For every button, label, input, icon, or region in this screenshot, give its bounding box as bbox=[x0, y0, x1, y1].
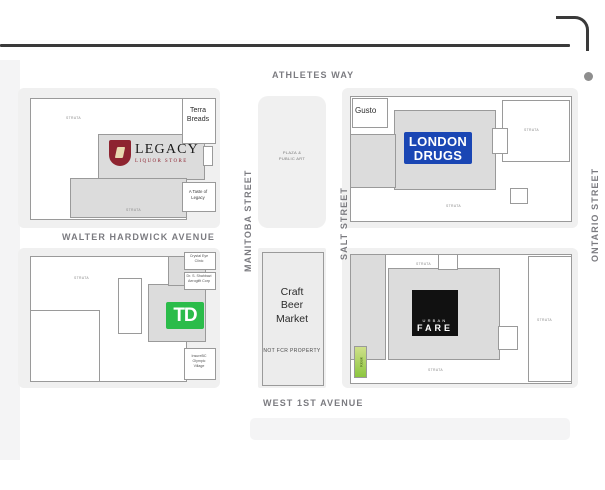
building-ne-service-notch bbox=[492, 128, 508, 154]
top-border-rule bbox=[0, 44, 570, 47]
legacy-subtitle: LIQUOR STORE bbox=[135, 158, 188, 164]
block-plaza[interactable]: PLAZA & PUBLIC ART bbox=[258, 96, 326, 228]
building-craft-beer-market bbox=[262, 252, 324, 386]
block-northeast[interactable]: STRATA STRATA Gusto LONDON DRUGS bbox=[342, 88, 578, 228]
legacy-wordmark: LEGACY bbox=[135, 141, 199, 157]
tenant-a-taste-of-legacy[interactable]: A Taste of Legacy bbox=[188, 189, 208, 200]
tenant-gusto[interactable]: Gusto bbox=[355, 106, 377, 115]
tenant-craft-beer-market[interactable]: Craft Beer Market bbox=[275, 286, 309, 325]
strata-label-se-bottom: STRATA bbox=[428, 368, 443, 372]
tenant-london-drugs[interactable]: LONDON DRUGS bbox=[404, 132, 472, 164]
strata-label-nw-lower: STRATA bbox=[126, 208, 141, 212]
building-ne-left-strip bbox=[350, 134, 396, 188]
building-se-left-strip bbox=[350, 254, 386, 360]
building-sw-atrium bbox=[118, 278, 142, 334]
strata-label-ne-bottom: STRATA bbox=[446, 204, 461, 208]
tenant-crystal-eye-clinic[interactable]: Crystal Eye Clinic bbox=[189, 254, 209, 263]
tenant-legacy-liquor-store[interactable]: LEGACY LIQUOR STORE bbox=[109, 140, 199, 166]
building-ne-small-unit bbox=[510, 188, 528, 204]
tenant-terra-breads[interactable]: Terra Breads bbox=[186, 107, 210, 124]
building-nw-terra bbox=[182, 98, 216, 144]
background-wash-bottom bbox=[250, 418, 570, 440]
building-ne-gusto bbox=[352, 98, 388, 128]
building-se-notch-top bbox=[438, 254, 458, 270]
craft-not-fcr-property-note: NOT FCR PROPERTY bbox=[263, 348, 321, 354]
strata-label-se-top: STRATA bbox=[416, 262, 431, 266]
street-label-west-1st-avenue: WEST 1ST AVENUE bbox=[263, 398, 364, 408]
strata-label-ne-right: STRATA bbox=[524, 128, 539, 132]
tenant-urban-fare[interactable]: URBAN FARE bbox=[412, 290, 458, 336]
urban-fare-line2: FARE bbox=[416, 323, 453, 333]
tenant-insurebc-olympic-village[interactable]: InsureBC Olympic Village bbox=[191, 354, 207, 368]
london-drugs-line1: LONDON bbox=[408, 133, 468, 149]
street-label-walter-hardwick-avenue: WALTER HARDWICK AVENUE bbox=[62, 232, 216, 242]
building-ne-right-wing bbox=[502, 100, 570, 162]
block-southwest[interactable]: STRATA Crystal Eye Clinic Dr. S. Shahbaz… bbox=[18, 248, 220, 388]
building-se-loading bbox=[498, 326, 518, 350]
tenant-kiosk[interactable]: Kiosk bbox=[354, 346, 367, 378]
building-nw-taste bbox=[182, 182, 216, 212]
map-marker-dot bbox=[584, 72, 593, 81]
plaza-public-art-label: PLAZA & PUBLIC ART bbox=[278, 150, 306, 162]
tenant-td-bank[interactable]: TD bbox=[166, 302, 204, 329]
background-wash-left bbox=[0, 60, 20, 460]
building-se-right-wing bbox=[528, 256, 572, 382]
strata-label-sw: STRATA bbox=[74, 276, 89, 280]
street-label-ontario-street: ONTARIO STREET bbox=[590, 167, 600, 262]
building-sw-eye-clinic bbox=[184, 252, 216, 270]
kiosk-label: Kiosk bbox=[358, 357, 363, 367]
strata-label-nw-upper: STRATA bbox=[66, 116, 81, 120]
building-nw-notch bbox=[203, 146, 213, 166]
block-northwest[interactable]: STRATA STRATA Terra Breads A Taste of Le… bbox=[18, 88, 220, 228]
street-label-athletes-way: ATHLETES WAY bbox=[272, 70, 355, 80]
building-sw-courtyard bbox=[30, 310, 100, 382]
building-sw-dr-office bbox=[184, 272, 216, 290]
street-label-salt-street: SALT STREET bbox=[339, 187, 349, 260]
street-label-manitoba-street: MANITOBA STREET bbox=[243, 169, 253, 272]
building-nw-lower bbox=[70, 178, 187, 218]
london-drugs-line2: DRUGS bbox=[413, 147, 463, 163]
urban-fare-line1: URBAN bbox=[422, 318, 448, 323]
legacy-shield-icon bbox=[109, 140, 131, 166]
top-corner-curve bbox=[556, 16, 589, 51]
building-sw-insurebc bbox=[184, 348, 216, 380]
block-southeast[interactable]: STRATA STRATA STRATA Kiosk URBAN FARE bbox=[342, 248, 578, 388]
strata-label-se-right: STRATA bbox=[537, 318, 552, 322]
tenant-dr-shahbazi[interactable]: Dr. S. Shahbazi Aerogifit Corp bbox=[186, 274, 212, 283]
block-craft-beer-market[interactable]: Craft Beer Market NOT FCR PROPERTY bbox=[258, 248, 326, 388]
